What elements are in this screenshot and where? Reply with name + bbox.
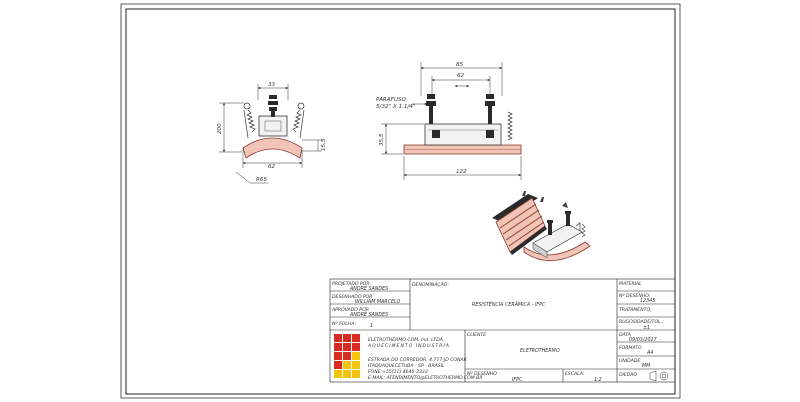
company-line-3: ESTRADA DO CORREDOR, 4.777-JD CONAR [368,357,467,363]
no-desenho-value: IFPC [512,377,523,383]
cliente-label: CLIENTE [467,332,486,338]
formato-label: FORMATO [619,345,642,351]
side-view-left-terminal [426,94,436,124]
desenhado-value: WILLIAM MARCELO [355,299,401,305]
company-logo [334,334,360,378]
unidade-value: MM [642,363,651,369]
inner-border [125,8,676,395]
escala-value: 1:2 [594,377,602,383]
folha-value: 1 [370,323,373,329]
folha-label: Nº FOLHA: [332,321,357,327]
desenho-no-label: Nº DESENHO: [619,293,651,299]
front-view-dim-bottom: 62 [268,164,276,170]
company-line-4: ITAQUAQUECETUBA - SP - BRASIL [368,363,445,369]
denominacao-value: RESISTÊNCIA CERÂMICA - IFPC [472,300,546,308]
rugosidade-label: RUGOSIDADE/TOL.: [619,319,664,325]
front-view-right-spring [292,102,305,139]
front-view-terminal [268,95,278,117]
denominacao-label: DENOMINAÇÃO: [412,281,449,288]
company-line-5: FONE:+55(11) 4646-3333 [368,369,428,375]
side-view-dim-spacing: 62 [457,73,465,79]
diedro-label: DIEDRO [619,372,638,378]
side-view-dim-height: 35,5 [379,133,385,146]
projection-symbol-icon [649,370,669,382]
company-line-1: ELETROTHERMO COM. Ind. LTDA. [368,337,444,343]
side-view: 85 62 PARAFUSO 5/32" X 1.1/4" 35,5 122 [376,62,522,180]
side-view-screw-note-2: 5/32" X 1.1/4" [376,104,416,110]
company-line-2: AQUECIMENTO INDUSTRIA [367,343,450,349]
outer-border [120,3,681,399]
formato-value: A4 [646,350,653,356]
side-view-dim-length: 122 [456,169,467,175]
company-line-6: E-MAIL: ATENDIMENTO@ELETROTHERMO.COM.BR [368,375,483,381]
front-view-bracket [258,115,288,137]
side-view-screw-note-1: PARAFUSO [376,97,406,103]
aprovado-value: ANDRÉ SANDES [349,310,388,318]
side-view-dim-overall: 85 [456,62,464,68]
cliente-value: ELETROTHERMO [520,348,560,354]
side-view-bracket [424,123,502,146]
front-view-dim-height: 200 [217,123,223,134]
tratamento-label: TRATAMENTO: [619,307,652,313]
front-view-ceramic-pad [242,137,303,159]
projetado-value: ANDRÉ SANDES [349,284,388,292]
side-view-spring [507,111,513,141]
front-view-left-spring [243,102,256,139]
isometric-view-left [492,191,547,255]
front-view-dim-top: 33 [268,82,276,88]
front-view-dim-radius: R65 [256,177,267,183]
data-label: DATA [619,332,631,338]
side-view-right-terminal [485,94,495,124]
projetado-label: PROJETADO POR [332,281,370,287]
escala-label: ESCALA: [565,371,585,377]
material-label: MATERIAL [619,281,642,287]
aprovado-label: APROVADO POR [331,307,369,313]
isometric-view-right [523,202,591,262]
no-desenho-label: Nº DESENHO [467,371,497,377]
desenhado-label: DESENHADO POR [332,294,372,300]
desenho-no-value: 12345 [640,298,655,304]
front-view: 33 200 15,5 62 R65 [217,82,327,184]
unidade-label: UNIDADE [619,358,640,364]
rugosidade-value: ±1 [643,325,650,331]
title-block [329,278,676,383]
data-value: 09/03/2017 [629,337,657,343]
front-view-dim-side: 15,5 [321,138,327,151]
